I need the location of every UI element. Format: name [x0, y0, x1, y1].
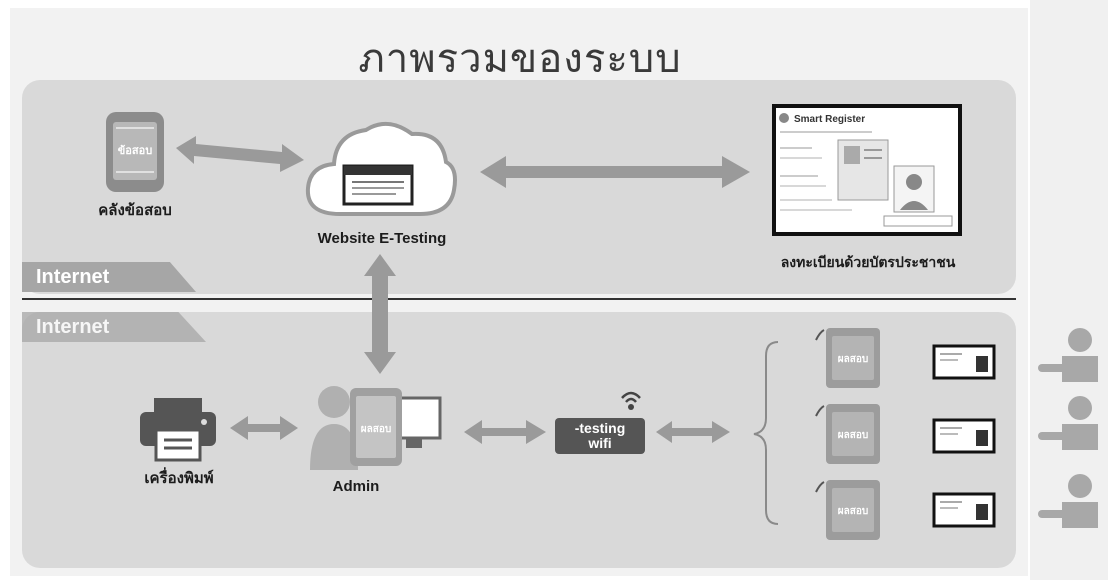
- signal-icon: [815, 329, 825, 341]
- arrow-bank-website: [176, 136, 304, 172]
- admin-label: Admin: [332, 478, 380, 495]
- signal-icon: [815, 405, 825, 417]
- tablet-icon: ผลสอบ: [350, 388, 402, 466]
- mini-screen-icon: [932, 418, 996, 454]
- registration-screen-icon: Smart Register: [772, 104, 962, 236]
- browser-window-icon: [342, 164, 414, 206]
- question-bank-label: คลังข้อสอบ: [98, 202, 172, 219]
- wifi-line-2: wifi: [588, 435, 612, 451]
- photo-placeholder-icon: [893, 165, 935, 213]
- admin-device-text: ผลสอบ: [361, 424, 391, 435]
- mini-screen-icon: [932, 344, 996, 380]
- printer-label: เครื่องพิมพ์: [144, 470, 214, 487]
- zone-label-internal: Internet: [22, 312, 206, 342]
- wifi-line-1: -testing: [574, 420, 626, 436]
- client-tablet-2: ผลสอบ: [815, 404, 880, 464]
- person-icon: [1038, 396, 1098, 450]
- arrow-website-admin: [364, 254, 396, 374]
- tablet-text: ผลสอบ: [838, 506, 868, 517]
- arrow-admin-wifi: [464, 420, 546, 444]
- cloud-icon: [305, 122, 457, 216]
- wifi-badge: -testing wifi: [555, 418, 645, 454]
- person-icons: [1038, 328, 1098, 528]
- mini-screen-icon: [932, 492, 996, 528]
- person-icon: [310, 386, 358, 470]
- wifi-icon: [621, 391, 641, 410]
- printer-icon: [140, 398, 216, 462]
- zone-label-internet: Internet: [22, 262, 196, 292]
- question-bank-device-text: ข้อสอบ: [118, 144, 152, 157]
- registration-label: ลงทะเบียนด้วยบัตรประชาชน: [780, 254, 956, 270]
- client-tablet-1: ผลสอบ: [815, 328, 880, 388]
- question-bank-device-icon: ข้อสอบ: [106, 112, 164, 192]
- network-divider: [22, 298, 1016, 300]
- registration-screen-title: Smart Register: [794, 114, 865, 125]
- signal-icon: [815, 481, 825, 493]
- person-icon: [1038, 474, 1098, 528]
- website-label: Website E-Testing: [317, 230, 447, 247]
- tablet-text: ผลสอบ: [838, 430, 868, 441]
- client-tablet-3: ผลสอบ: [815, 480, 880, 540]
- arrow-website-registration: [480, 156, 750, 188]
- admin-icon: ผลสอบ: [310, 386, 442, 470]
- arrow-wifi-tablets: [656, 421, 730, 443]
- arrow-printer-admin: [230, 416, 298, 440]
- tablet-group-bracket: [753, 341, 779, 525]
- id-card-icon: [837, 139, 889, 201]
- diagram-title: ภาพรวมของระบบ: [358, 36, 682, 82]
- tablet-text: ผลสอบ: [838, 354, 868, 365]
- person-icon: [1038, 328, 1098, 382]
